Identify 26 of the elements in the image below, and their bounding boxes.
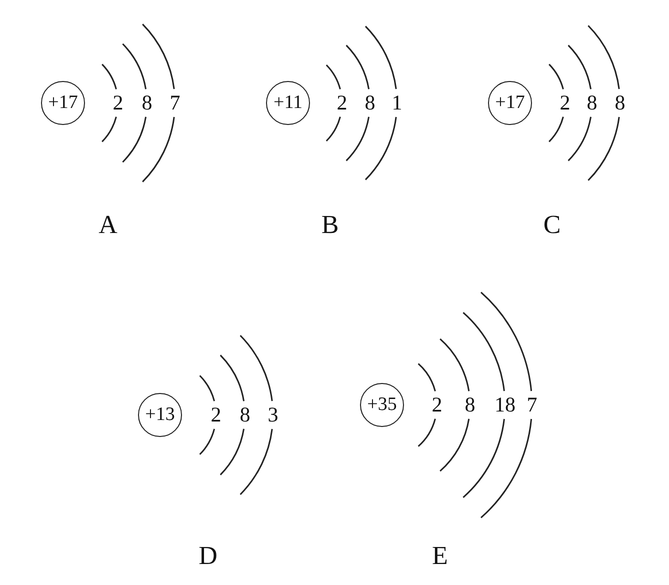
electron-count: 8 <box>614 92 626 114</box>
option-letter: B <box>321 212 339 238</box>
electron-count: 8 <box>142 92 152 114</box>
electron-count: 8 <box>364 92 376 114</box>
electron-count: 2 <box>112 92 124 114</box>
option-letter: D <box>198 543 218 569</box>
electron-count: 7 <box>526 394 538 416</box>
electron-count: 3 <box>268 404 278 426</box>
electron-count: 2 <box>336 92 348 114</box>
electron-count: 8 <box>240 404 250 426</box>
nucleus-circle: +13 <box>138 393 182 437</box>
electron-count: 2 <box>560 92 570 114</box>
electron-count: 2 <box>432 394 442 416</box>
electron-count: 8 <box>464 394 476 416</box>
option-letter: C <box>543 212 561 238</box>
electron-count: 1 <box>392 92 402 114</box>
nucleus-circle: +17 <box>488 81 532 125</box>
electron-count: 2 <box>210 404 222 426</box>
nucleus-circle: +11 <box>266 81 310 125</box>
option-letter: E <box>432 543 448 569</box>
electron-count: 18 <box>494 394 516 416</box>
option-letter: A <box>98 212 118 238</box>
nucleus-circle: +35 <box>360 383 404 427</box>
electron-count: 8 <box>586 92 598 114</box>
nucleus-circle: +17 <box>41 81 85 125</box>
electron-count: 7 <box>170 92 180 114</box>
